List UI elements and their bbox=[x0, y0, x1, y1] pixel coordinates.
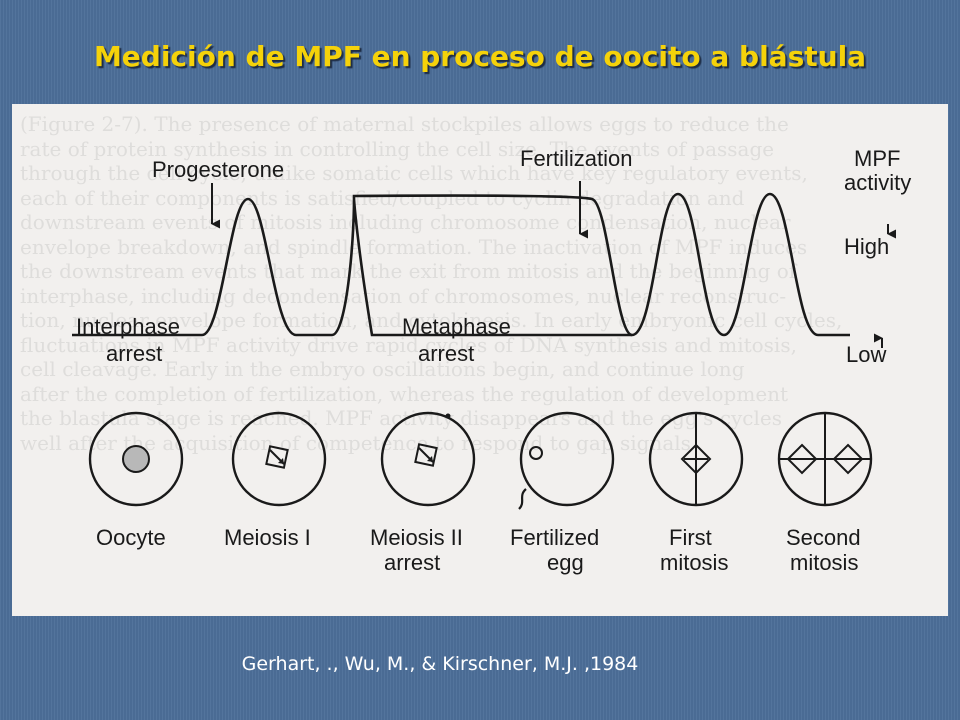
cell-meiosis-2 bbox=[380, 411, 476, 507]
metaphase-label: Metaphase bbox=[402, 314, 511, 339]
stage-label: Fertilized bbox=[510, 525, 599, 550]
faded-text-line: tion, nuclear envelope formation, and cy… bbox=[20, 308, 843, 332]
stage-label-2: egg bbox=[547, 550, 584, 575]
stage-label-2: mitosis bbox=[660, 550, 728, 575]
faded-text-line: interphase, including decondensation of … bbox=[20, 283, 787, 308]
faded-text-line: the blastula stage is reached. MPF activ… bbox=[20, 406, 782, 430]
cell-second-mitosis bbox=[777, 411, 873, 507]
citation: Gerhart, ., Wu, M., & Kirschner, M.J. ,1… bbox=[241, 653, 639, 675]
stage-label: Oocyte bbox=[96, 525, 166, 550]
sperm-entry-icon bbox=[518, 488, 527, 510]
stage-label: Meiosis I bbox=[224, 525, 311, 550]
faded-text-line: after the completion of fertilization, w… bbox=[20, 381, 789, 406]
high-label: High bbox=[844, 234, 889, 259]
mpf-figure: (Figure 2-7). The presence of maternal s… bbox=[12, 104, 948, 616]
spindle-icon bbox=[265, 445, 289, 469]
faded-text-line: the downstream events that mark the exit… bbox=[20, 259, 797, 283]
stage-label: First bbox=[669, 525, 712, 550]
stage-label: Meiosis II bbox=[370, 525, 463, 550]
stage-label: Second bbox=[786, 525, 861, 550]
cell-circle-icon bbox=[519, 411, 615, 507]
mpf-diagram: Progesterone Fertilization MPF activity … bbox=[72, 146, 911, 575]
faded-text-line: fluctuations in MPF activity drive rapid… bbox=[20, 332, 797, 357]
cell-circle-icon bbox=[88, 411, 184, 507]
faded-text-line: cell cleavage. Early in the embryo oscil… bbox=[20, 357, 745, 381]
interphase-label: Interphase bbox=[76, 314, 180, 339]
polar-body-icon bbox=[445, 413, 451, 419]
spindle-diamond-icon bbox=[832, 443, 864, 475]
metaphase-plateau bbox=[352, 194, 633, 337]
stage-label-2: arrest bbox=[384, 550, 440, 575]
low-label: Low bbox=[846, 342, 886, 367]
faded-text-line: rate of protein synthesis in controlling… bbox=[20, 136, 775, 161]
faded-text-line: (Figure 2-7). The presence of maternal s… bbox=[20, 112, 789, 136]
pronucleus-icon bbox=[529, 446, 543, 460]
stage-label-2: mitosis bbox=[790, 550, 858, 575]
cell-first-mitosis bbox=[648, 411, 744, 507]
cell-circle-icon bbox=[231, 411, 327, 507]
spindle-diamond-icon bbox=[786, 443, 818, 475]
cell-circle-icon bbox=[380, 411, 476, 507]
spindle-icon bbox=[414, 443, 438, 467]
mpf-activity-curve bbox=[72, 192, 850, 337]
faded-text-line: through the cell cycle, unlike somatic c… bbox=[20, 161, 808, 185]
cell-oocyte bbox=[88, 411, 184, 507]
progesterone-label: Progesterone bbox=[152, 157, 284, 182]
activity-label: activity bbox=[844, 170, 911, 195]
interphase-arrest-label: arrest bbox=[106, 341, 162, 366]
mpf-label: MPF bbox=[854, 146, 900, 171]
metaphase-arrest-label: arrest bbox=[418, 341, 474, 366]
cell-meiosis-1 bbox=[231, 411, 327, 507]
slide-title: Medición de MPF en proceso de oocito a b… bbox=[93, 40, 867, 73]
nucleus-icon bbox=[122, 445, 150, 473]
faded-text-line: each of their components is satisfied/co… bbox=[20, 185, 745, 210]
faded-text-line: envelope breakdown, and spindle formatio… bbox=[20, 234, 808, 259]
spindle-diamond-icon bbox=[680, 443, 712, 475]
fertilization-label: Fertilization bbox=[520, 146, 632, 171]
faded-background-text: (Figure 2-7). The presence of maternal s… bbox=[12, 104, 948, 616]
cell-fertilized-egg bbox=[518, 411, 615, 510]
